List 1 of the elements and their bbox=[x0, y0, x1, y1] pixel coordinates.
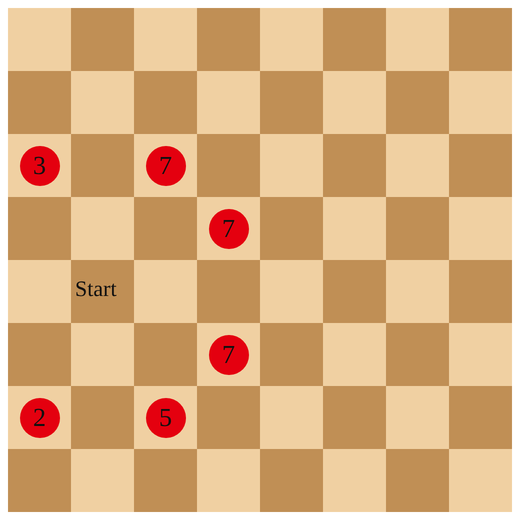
square-label: Start bbox=[75, 276, 117, 302]
